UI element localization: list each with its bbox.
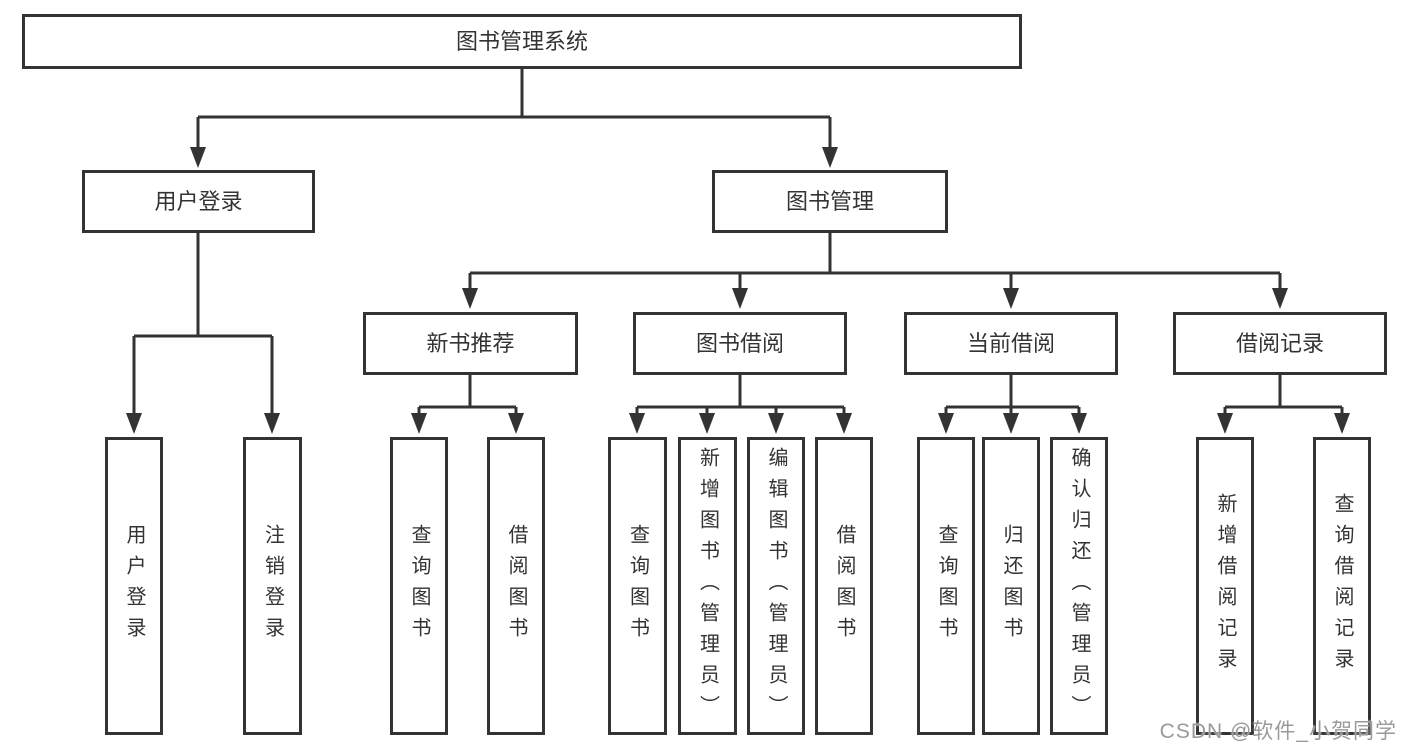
leaf-logout: 注销登录 [243, 437, 302, 735]
leaf-add-book-admin: 新增图书（管理员） [678, 437, 737, 735]
leaf-confirm-return-admin: 确认归还（管理员） [1050, 437, 1108, 735]
leaf-return-book: 归还图书 [982, 437, 1040, 735]
leaf-query-books-borrow: 查询图书 [608, 437, 667, 735]
node-book-borrow: 图书借阅 [633, 312, 847, 375]
leaf-add-borrow-record: 新增借阅记录 [1196, 437, 1254, 735]
node-new-book-recommend: 新书推荐 [363, 312, 578, 375]
leaf-query-borrow-record: 查询借阅记录 [1313, 437, 1371, 735]
leaf-query-books-current: 查询图书 [917, 437, 975, 735]
leaf-user-login: 用户登录 [105, 437, 163, 735]
watermark: CSDN @软件_小贺同学 [1159, 720, 1397, 743]
leaf-borrow-books-borrow: 借阅图书 [815, 437, 873, 735]
node-book-management: 图书管理 [712, 170, 948, 233]
leaf-borrow-books-recommend: 借阅图书 [487, 437, 545, 735]
node-current-borrow: 当前借阅 [904, 312, 1118, 375]
arrowheads [126, 147, 1350, 434]
node-user-login: 用户登录 [82, 170, 315, 233]
leaf-query-books-recommend: 查询图书 [390, 437, 448, 735]
leaf-edit-book-admin: 编辑图书（管理员） [747, 437, 805, 735]
node-borrow-records: 借阅记录 [1173, 312, 1387, 375]
node-system-root: 图书管理系统 [22, 14, 1022, 69]
